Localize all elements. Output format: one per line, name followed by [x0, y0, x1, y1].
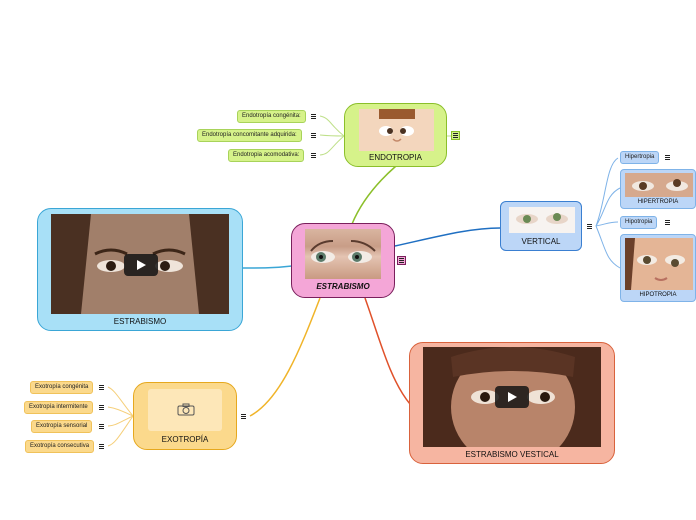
- connector-endo-leaf-2: [319, 134, 345, 137]
- connector-root-vertical: [394, 227, 501, 247]
- connector-vert-leaf-1: [595, 157, 619, 227]
- endotropia-leaf-concomitante[interactable]: Endotropía concomitante adquirida:: [197, 129, 302, 142]
- hipertropia-image-label: HIPERTROPIA: [637, 199, 679, 205]
- video-left-label: ESTRABISMO: [113, 317, 167, 326]
- exotropia-leaf-consecutiva[interactable]: Exotropía consecutiva: [25, 440, 95, 453]
- video-left-node[interactable]: ESTRABISMO: [37, 208, 243, 331]
- connector-vert-leaf-2: [595, 187, 621, 227]
- exotropia-node[interactable]: EXOTROPÍA: [133, 382, 237, 450]
- connector-exo-leaf-2: [107, 406, 134, 417]
- endotropia-node[interactable]: ENDOTROPIA: [344, 103, 447, 167]
- connector-exo-leaf-4: [107, 415, 134, 447]
- vertical-notes-icon[interactable]: [585, 222, 594, 231]
- connector-root-video-right: [364, 297, 411, 405]
- endotropia-notes-icon[interactable]: [451, 131, 460, 140]
- video-right-label: ESTRABISMO VESTICAL: [465, 450, 559, 459]
- connector-endo-leaf-1: [319, 115, 345, 137]
- exotropia-image-placeholder: [148, 389, 222, 431]
- video-right-node[interactable]: ESTRABISMO VESTICAL: [409, 342, 615, 464]
- hipotropia-image-node[interactable]: HIPOTROPIA: [620, 234, 696, 302]
- vertical-eyes-image: [509, 207, 575, 233]
- exotropia-leaf-sensorial-notes-icon[interactable]: [97, 422, 106, 431]
- exotropia-label: EXOTROPÍA: [161, 435, 209, 444]
- connector-exo-leaf-3: [107, 415, 134, 427]
- exotropia-notes-icon[interactable]: [239, 412, 248, 421]
- connector-root-video-left: [242, 265, 293, 269]
- endotropia-leaf-concomitante-notes-icon[interactable]: [309, 131, 318, 140]
- exotropia-leaf-intermitente-notes-icon[interactable]: [97, 403, 106, 412]
- root-notes-icon[interactable]: [397, 256, 406, 265]
- hipertropia-image-node[interactable]: HIPERTROPIA: [620, 169, 696, 209]
- vertical-node[interactable]: VERTICAL: [500, 201, 582, 251]
- root-node[interactable]: ESTRABISMO: [291, 223, 395, 298]
- endotropia-leaf-congenita[interactable]: Endotropía congénita:: [237, 110, 306, 123]
- vertical-leaf-hipotropia-notes-icon[interactable]: [663, 218, 672, 227]
- vertical-label: VERTICAL: [521, 237, 561, 246]
- endotropia-leaf-acomodativa[interactable]: Endotropia acomodativa:: [228, 149, 305, 162]
- connector-exo-leaf-1: [107, 386, 134, 417]
- exotropia-leaf-congenita[interactable]: Exotropía congénita: [30, 381, 94, 394]
- exotropia-leaf-intermitente[interactable]: Exotropía intermitente: [24, 401, 93, 414]
- vertical-leaf-hipotropia[interactable]: Hipotropia: [620, 216, 658, 229]
- connector-root-exotropia: [249, 297, 321, 417]
- connector-vert-leaf-4: [595, 225, 621, 269]
- video-right-play-icon[interactable]: [495, 386, 529, 408]
- endotropia-leaf-congenita-notes-icon[interactable]: [309, 112, 318, 121]
- root-label: ESTRABISMO: [316, 282, 370, 291]
- exotropia-leaf-sensorial[interactable]: Exotropía sensorial: [31, 420, 93, 433]
- vertical-leaf-hipertropia[interactable]: Hipertropia: [620, 151, 660, 164]
- connector-root-endotropia: [351, 165, 397, 225]
- hipotropia-face-image: [625, 238, 693, 290]
- hipertropia-eyes-image: [625, 173, 693, 197]
- endotropia-label: ENDOTROPIA: [369, 153, 422, 162]
- camera-icon: [177, 403, 195, 416]
- root-eyes-image: [305, 229, 381, 279]
- exotropia-leaf-congenita-notes-icon[interactable]: [97, 383, 106, 392]
- endotropia-leaf-acomodativa-notes-icon[interactable]: [309, 151, 318, 160]
- connector-vert-leaf-3: [595, 221, 619, 227]
- hipotropia-image-label: HIPOTROPIA: [639, 292, 677, 298]
- vertical-leaf-hipertropia-notes-icon[interactable]: [663, 153, 672, 162]
- video-left-play-icon[interactable]: [124, 254, 158, 276]
- exotropia-leaf-consecutiva-notes-icon[interactable]: [97, 442, 106, 451]
- connector-endo-leaf-3: [319, 135, 345, 156]
- endotropia-boy-image: [359, 109, 434, 151]
